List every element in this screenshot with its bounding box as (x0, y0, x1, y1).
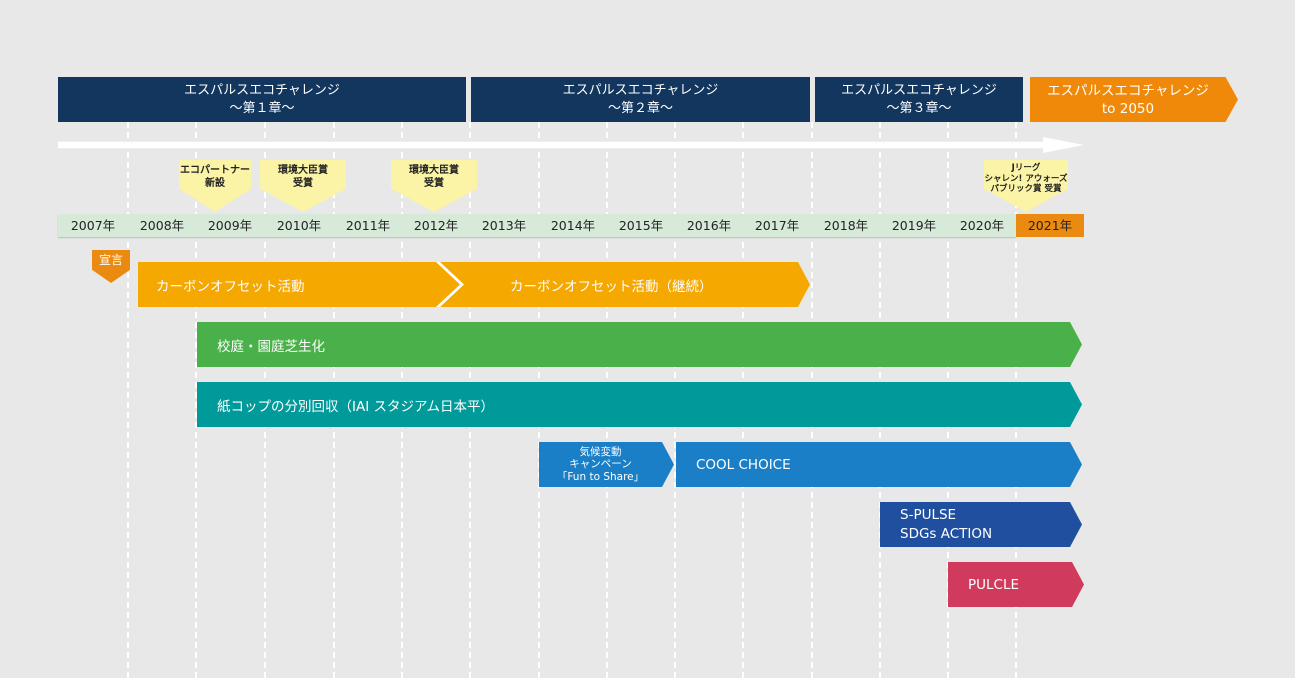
chapter-subtitle: to 2050 (1101, 100, 1155, 117)
callout-text: シャレン! アウォーズ (984, 173, 1068, 184)
callout-eco-partner: エコパートナー新設 (179, 160, 251, 212)
callout-text: 受賞 (424, 178, 444, 189)
chapter-title: エスパルスエコチャレンジ (184, 82, 340, 98)
year-label: 2017年 (754, 218, 800, 233)
bar-label: COOL CHOICE (696, 456, 791, 473)
chapter-3-header: エスパルスエコチャレンジ ～第３章～ (815, 77, 1023, 122)
bar-label: SDGs ACTION (900, 525, 993, 542)
bar-paper-cups: 紙コップの分別回収（IAI スタジアム日本平） (197, 382, 1082, 427)
bar-label: 「Fun to Share」 (556, 470, 645, 483)
chevron-divider (436, 262, 468, 307)
declaration-marker: 宣言 (92, 250, 130, 283)
chapter-title: エスパルスエコチャレンジ (1047, 82, 1209, 99)
year-label: 2007年 (70, 218, 116, 233)
bar-carbon-offset: カーボンオフセット活動 カーボンオフセット活動（継続） (138, 262, 810, 307)
callout-text: パブリック賞 受賞 (990, 184, 1062, 194)
year-label: 2016年 (686, 218, 732, 233)
callout-text: 受賞 (293, 178, 313, 189)
callout-text: 環境大臣賞 (409, 165, 459, 176)
bar-label: PULCLE (968, 576, 1020, 593)
callout-minister-award-2012: 環境大臣賞受賞 (391, 160, 477, 212)
year-label: 2010年 (276, 218, 322, 233)
bar-spulse-sdgs: S-PULSE SDGs ACTION (880, 502, 1082, 547)
year-label: 2008年 (139, 218, 185, 233)
bar-label: カーボンオフセット活動 (156, 278, 305, 295)
bar-label: カーボンオフセット活動（継続） (510, 278, 713, 295)
year-label-current: 2021年 (1016, 214, 1084, 237)
bar-label: キャンペーン (569, 458, 632, 471)
chapter-2-header: エスパルスエコチャレンジ ～第２章～ (471, 77, 810, 122)
bar-label: 気候変動 (579, 445, 622, 458)
callout-jleague-award: Jリーグシャレン! アウォーズパブリック賞 受賞 (984, 160, 1068, 212)
year-label: 2019年 (891, 218, 937, 233)
year-label: 2018年 (823, 218, 869, 233)
callout-text: 環境大臣賞 (278, 165, 328, 176)
bar-fun-to-share: 気候変動キャンペーン「Fun to Share」 (539, 442, 674, 487)
bar-label: S-PULSE (900, 506, 957, 523)
year-label: 2009年 (207, 218, 253, 233)
chapter-title: エスパルスエコチャレンジ (841, 82, 997, 98)
timeline-arrow (58, 137, 1084, 153)
year-label: 2012年 (413, 218, 459, 233)
year-label: 2014年 (550, 218, 596, 233)
chapter-1-header: エスパルスエコチャレンジ ～第１章～ (58, 77, 466, 122)
bar-turf: 校庭・園庭芝生化 (197, 322, 1082, 367)
chapter-subtitle: ～第２章～ (607, 100, 673, 116)
bar-cool-choice: COOL CHOICE (676, 442, 1082, 487)
callout-text: Jリーグ (1011, 163, 1041, 173)
year-axis (58, 214, 1016, 237)
year-label: 2013年 (481, 218, 527, 233)
callout-text: 新設 (205, 178, 225, 189)
chapter-subtitle: ～第１章～ (229, 100, 295, 116)
bar-pulcle: PULCLE (948, 562, 1084, 607)
year-label: 2011年 (345, 218, 391, 233)
callout-text: エコパートナー (180, 165, 250, 176)
bar-label: 校庭・園庭芝生化 (217, 338, 325, 355)
year-label: 2015年 (618, 218, 664, 233)
bar-label: 紙コップの分別回収（IAI スタジアム日本平） (217, 398, 495, 415)
chapter-title: エスパルスエコチャレンジ (562, 82, 719, 98)
year-label: 2020年 (959, 218, 1005, 233)
chapter-subtitle: ～第３章～ (886, 100, 952, 116)
